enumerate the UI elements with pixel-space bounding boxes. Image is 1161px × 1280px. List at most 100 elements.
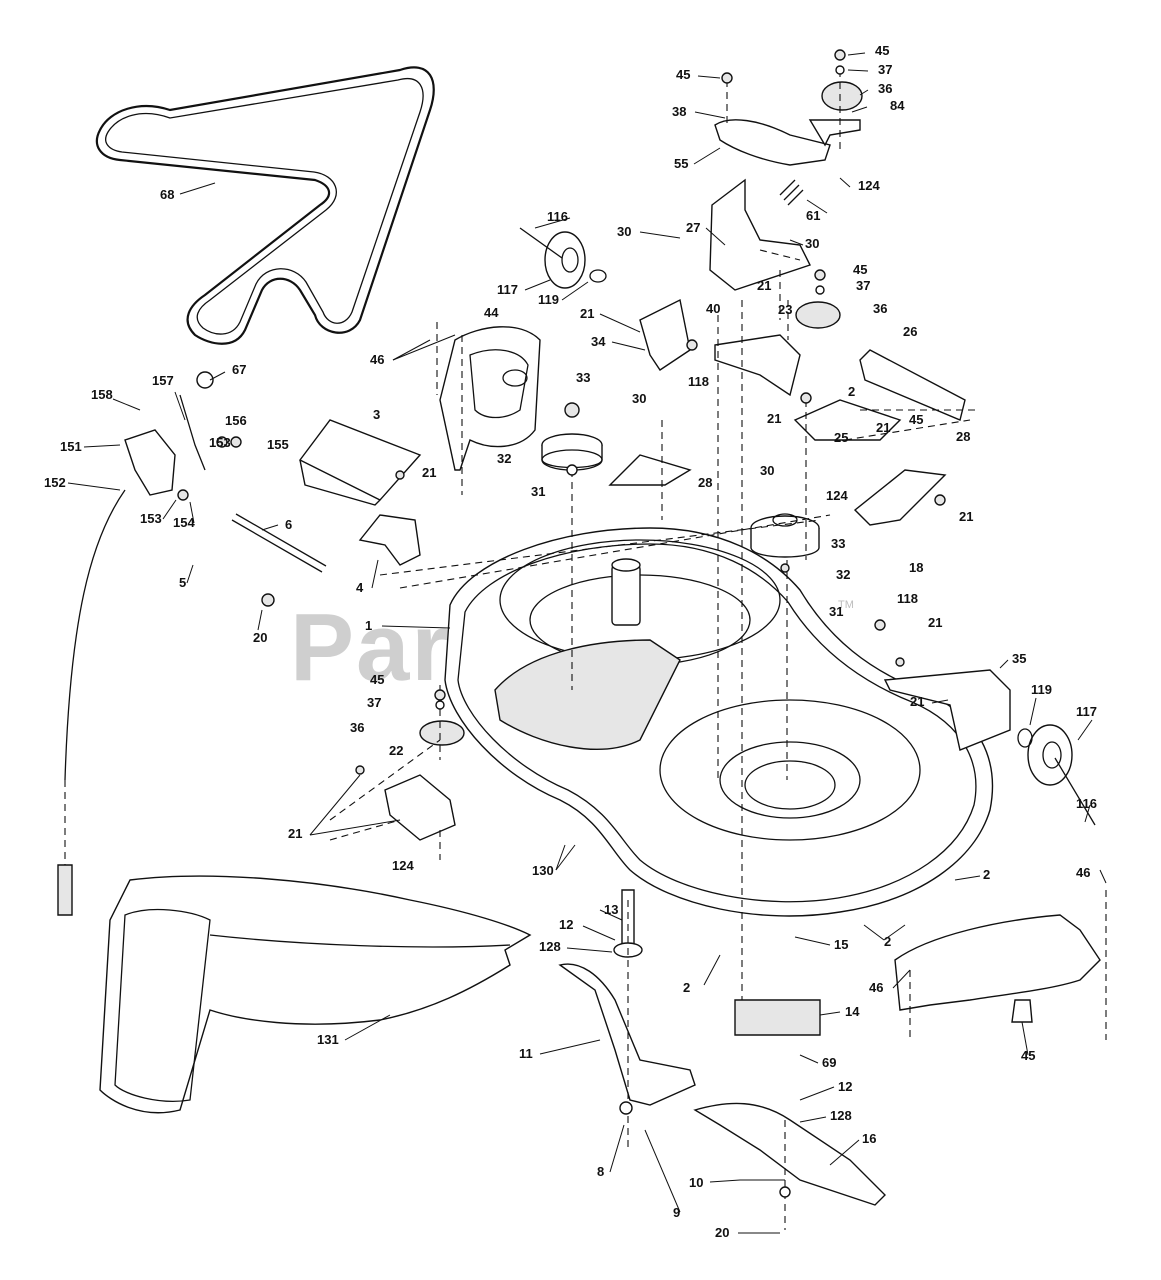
idler-pulley-32-right <box>750 513 820 558</box>
label-67: 67 <box>232 362 246 377</box>
leader-lines <box>67 52 1107 1234</box>
belt-guard-right <box>894 914 1101 1011</box>
label-124-a: 124 <box>858 178 880 193</box>
label-68: 68 <box>160 187 174 202</box>
label-40-d: 45 <box>909 412 923 427</box>
gauge-wheel-117-right <box>1017 724 1096 826</box>
label-40-c: 45 <box>853 262 867 277</box>
label-12-b: 12 <box>838 1079 852 1094</box>
idler-arm-55 <box>714 119 831 166</box>
bracket-3 <box>298 419 422 506</box>
label-28: 28 <box>698 475 712 490</box>
label-9: 9 <box>673 1205 680 1220</box>
bracket-4 <box>358 514 421 566</box>
label-2-b: 2 <box>983 867 990 882</box>
gauge-wheel-117-top <box>519 227 607 289</box>
label-3: 3 <box>373 407 380 422</box>
bracket-34 <box>639 298 691 371</box>
label-153-b: 153 <box>140 511 162 526</box>
bearing-36-left <box>419 720 465 746</box>
idler-pulley-32-left <box>541 433 603 471</box>
bracket-35 <box>883 669 1011 751</box>
cable-end <box>57 864 73 916</box>
label-55: 55 <box>674 156 688 171</box>
label-38: 38 <box>672 104 686 119</box>
label-18: 18 <box>909 560 923 575</box>
label-6: 6 <box>285 517 292 532</box>
part-labels: 45 37 36 84 45 38 55 124 61 27 30 30 116… <box>44 43 1097 1240</box>
belt-guard-left <box>439 326 541 471</box>
bracket-22 <box>384 774 456 841</box>
hardware <box>177 49 946 1198</box>
label-119-a: 119 <box>538 292 559 307</box>
label-153-a: 153 <box>209 435 231 450</box>
label-156: 156 <box>225 413 247 428</box>
label-12-a: 12 <box>559 917 573 932</box>
label-21-g: 21 <box>928 615 942 630</box>
label-31-b: 31 <box>829 604 843 619</box>
label-39: 40 <box>706 301 720 316</box>
label-44: 44 <box>484 305 499 320</box>
label-5: 5 <box>179 575 186 590</box>
label-26: 26 <box>903 324 917 339</box>
spring-61 <box>779 179 804 206</box>
label-23: 25 <box>834 430 848 445</box>
label-11: 11 <box>519 1046 533 1061</box>
label-118-a: 118 <box>688 374 709 389</box>
label-36-a: 36 <box>878 81 892 96</box>
mower-deck <box>444 527 994 917</box>
label-46-a: 46 <box>370 352 384 367</box>
watermark-trademark: TM <box>838 599 854 611</box>
drive-belt <box>95 66 435 345</box>
label-21-h: 21 <box>910 694 924 709</box>
label-25: 28 <box>956 429 970 444</box>
label-131: 131 <box>317 1032 339 1047</box>
bracket-151 <box>124 371 214 496</box>
label-2-d: 2 <box>683 980 690 995</box>
label-128-a: 128 <box>539 939 561 954</box>
label-40-b: 45 <box>676 67 690 82</box>
label-154: 154 <box>173 515 195 530</box>
label-8: 8 <box>597 1164 604 1179</box>
label-33-b: 33 <box>831 536 845 551</box>
label-20: 20 <box>715 1225 729 1240</box>
discharge-chute-131 <box>99 875 532 1114</box>
label-14: 14 <box>845 1004 860 1019</box>
arm-25 <box>853 469 947 526</box>
bearing-36-right <box>795 301 841 329</box>
label-152: 152 <box>44 475 66 490</box>
label-117-a: 117 <box>497 282 518 297</box>
label-36-c: 36 <box>350 720 364 735</box>
label-21-b: 21 <box>580 306 594 321</box>
label-24: 23 <box>778 302 792 317</box>
label-45: 45 <box>1021 1048 1035 1063</box>
label-116-b: 116 <box>1076 796 1097 811</box>
baffle-28 <box>608 454 692 486</box>
label-46-b: 46 <box>1076 865 1090 880</box>
bracket-84 <box>808 119 861 147</box>
label-35: 35 <box>1012 651 1026 666</box>
label-37-b: 37 <box>856 278 870 293</box>
label-130: 130 <box>532 863 554 878</box>
label-22: 22 <box>389 743 403 758</box>
label-31-a: 31 <box>531 484 545 499</box>
clip-45 <box>1011 999 1033 1023</box>
label-118-b: 118 <box>897 591 918 606</box>
rod-6 <box>231 513 327 573</box>
label-2-c: 2 <box>884 934 891 949</box>
label-124-c: 124 <box>392 858 414 873</box>
label-40-a: 45 <box>875 43 889 58</box>
spindle-14 <box>734 999 821 1036</box>
label-124-b: 124 <box>826 488 848 503</box>
label-46-c: 46 <box>869 980 883 995</box>
label-69: 69 <box>822 1055 836 1070</box>
label-21-f: 21 <box>959 509 973 524</box>
label-30-d: 30 <box>760 463 774 478</box>
label-21-d: 21 <box>876 420 890 435</box>
label-128-b: 128 <box>830 1108 852 1123</box>
label-40-e: 45 <box>370 672 384 687</box>
cable-152 <box>64 489 126 781</box>
label-151: 151 <box>60 439 82 454</box>
label-21-i: 21 <box>288 826 302 841</box>
